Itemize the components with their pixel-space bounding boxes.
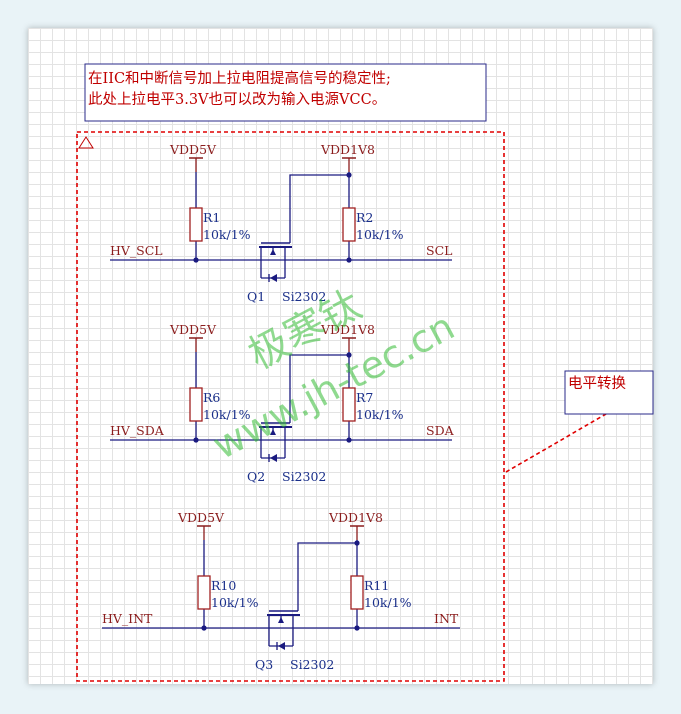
resistor-designator: R7 xyxy=(356,390,373,405)
net-label-output: SCL xyxy=(426,243,452,258)
junction-dot xyxy=(201,625,207,631)
callout-box xyxy=(564,370,654,415)
note-box xyxy=(84,63,487,122)
junction-dot xyxy=(193,257,199,263)
mosfet-part-number: Si2302 xyxy=(290,657,334,672)
resistor-value: 10k/1% xyxy=(203,407,251,422)
callout-label: 电平转换 xyxy=(568,375,626,392)
supply-high-label: VDD5V xyxy=(169,322,217,337)
resistor-icon xyxy=(189,207,203,242)
resistor-designator: R10 xyxy=(211,578,236,593)
net-label-input: HV_SDA xyxy=(110,423,165,438)
junction-dot xyxy=(346,352,352,358)
note-line-2: 此处上拉电平3.3V也可以改为输入电源VCC。 xyxy=(88,91,386,108)
callout-leader xyxy=(505,413,607,473)
resistor-value: 10k/1% xyxy=(203,227,251,242)
resistor-value: 10k/1% xyxy=(356,227,404,242)
supply-low-label: VDD1V8 xyxy=(320,142,375,157)
resistor-icon xyxy=(189,387,203,422)
junction-dot xyxy=(346,437,352,443)
net-label-input: HV_SCL xyxy=(110,243,163,258)
junction-dot xyxy=(193,437,199,443)
supply-low-label: VDD1V8 xyxy=(320,322,375,337)
junction-dot xyxy=(346,172,352,178)
resistor-icon xyxy=(342,207,356,242)
schematic-sheet xyxy=(28,28,653,684)
resistor-value: 10k/1% xyxy=(211,595,259,610)
note-line-1: 在IIC和中断信号加上拉电阻提高信号的稳定性; xyxy=(88,70,391,87)
mosfet-icon xyxy=(259,242,292,282)
resistor-designator: R2 xyxy=(356,210,373,225)
resistor-icon xyxy=(197,575,211,610)
net-label-output: INT xyxy=(434,611,459,626)
mosfet-part-number: Si2302 xyxy=(282,469,326,484)
mosfet-designator: Q1 xyxy=(247,289,265,304)
mosfet-designator: Q2 xyxy=(247,469,265,484)
junction-dot xyxy=(354,540,360,546)
junction-dot xyxy=(346,257,352,263)
level-shift-region xyxy=(76,131,505,682)
net-label-input: HV_INT xyxy=(102,611,153,626)
junction-dot xyxy=(354,625,360,631)
supply-high-label: VDD5V xyxy=(169,142,217,157)
mosfet-icon xyxy=(267,610,300,650)
resistor-value: 10k/1% xyxy=(364,595,412,610)
region-marker-icon xyxy=(78,136,94,149)
mosfet-icon xyxy=(259,422,292,462)
supply-high-label: VDD5V xyxy=(177,510,225,525)
net-label-output: SDA xyxy=(426,423,455,438)
resistor-designator: R6 xyxy=(203,390,220,405)
supply-low-label: VDD1V8 xyxy=(328,510,383,525)
resistor-value: 10k/1% xyxy=(356,407,404,422)
resistor-designator: R1 xyxy=(203,210,220,225)
mosfet-part-number: Si2302 xyxy=(282,289,326,304)
mosfet-designator: Q3 xyxy=(255,657,273,672)
resistor-icon xyxy=(342,387,356,422)
resistor-designator: R11 xyxy=(364,578,389,593)
resistor-icon xyxy=(350,575,364,610)
